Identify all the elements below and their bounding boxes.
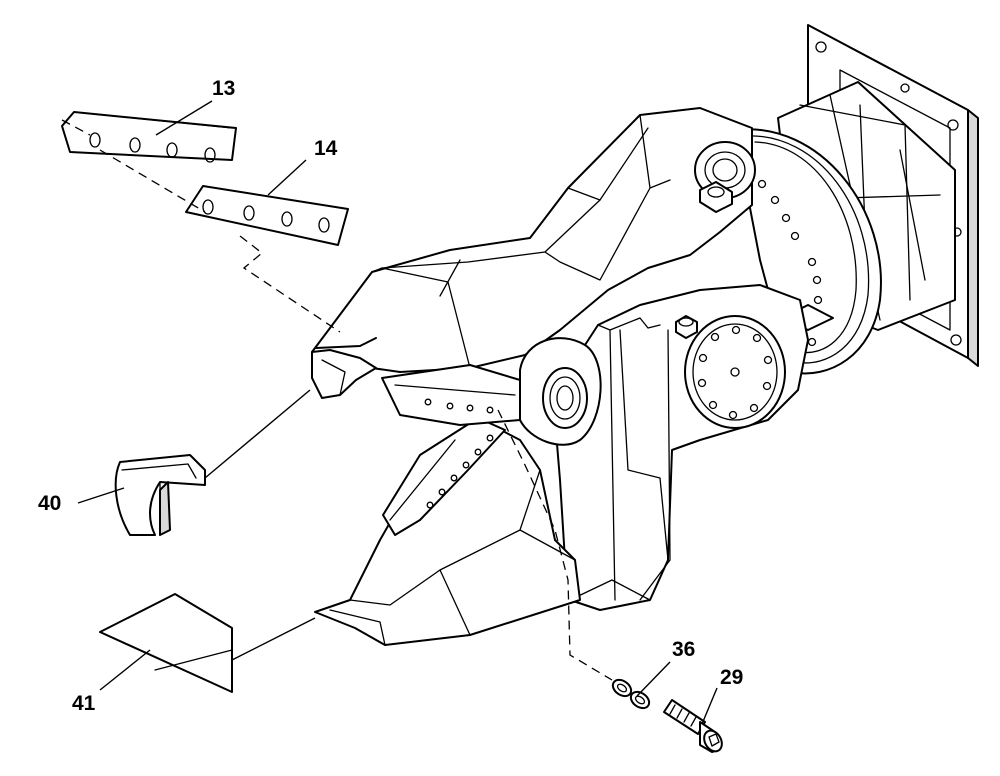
o-rings-36: [611, 678, 651, 710]
callout-29: 29: [720, 666, 743, 689]
shear-housing: [311, 107, 809, 646]
blade-13: [61, 111, 237, 163]
callout-40: 40: [38, 492, 61, 515]
callout-14: 14: [314, 137, 338, 160]
assembly-lines: [61, 119, 613, 681]
blade-14: [185, 185, 349, 246]
lower-seat-holes: [426, 434, 494, 509]
callout-13: 13: [212, 77, 235, 100]
cover-bolts: [697, 325, 773, 420]
callout-41: 41: [72, 692, 96, 715]
tip-insert-40: [114, 454, 206, 536]
leader-lines: [77, 100, 718, 725]
callout-labels: 13 14 40 41 36 29: [38, 77, 743, 715]
wear-plate-41: [99, 593, 233, 693]
bolt-29: [663, 699, 723, 753]
upper-seat-holes: [424, 398, 494, 414]
callout-36: 36: [672, 638, 695, 661]
